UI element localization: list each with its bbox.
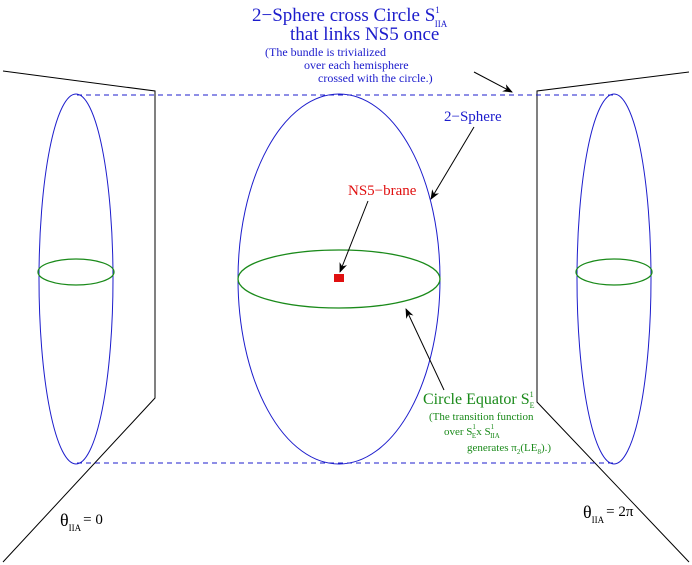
transition-line3: generates π2(LE8).) <box>467 442 551 456</box>
ns5-brane-marker <box>334 274 344 282</box>
left-sphere <box>38 93 114 465</box>
left-equator <box>37 258 115 286</box>
transition-line1: (The transition function <box>429 411 534 423</box>
equator-arrow <box>405 308 445 391</box>
theta-left-label: θIIA= 0 <box>60 510 103 533</box>
right-sphere <box>576 93 652 465</box>
sphere-label: 2−Sphere <box>444 109 502 125</box>
right-equator <box>575 258 653 286</box>
theta-right-label: θIIA= 2π <box>583 502 634 525</box>
right-plane <box>536 71 690 563</box>
title-line2: that links NS5 once <box>290 24 439 45</box>
title-arrow <box>473 71 513 93</box>
left-plane <box>2 70 156 563</box>
title-note3: crossed with the circle.) <box>318 71 433 85</box>
ns5-arrow <box>339 200 369 273</box>
center-equator <box>237 249 441 309</box>
title-note2: over each hemisphere <box>304 58 409 72</box>
title-note1: (The bundle is trivialized <box>265 45 386 59</box>
ns5-label: NS5−brane <box>348 183 417 199</box>
sphere-arrow <box>430 126 475 200</box>
